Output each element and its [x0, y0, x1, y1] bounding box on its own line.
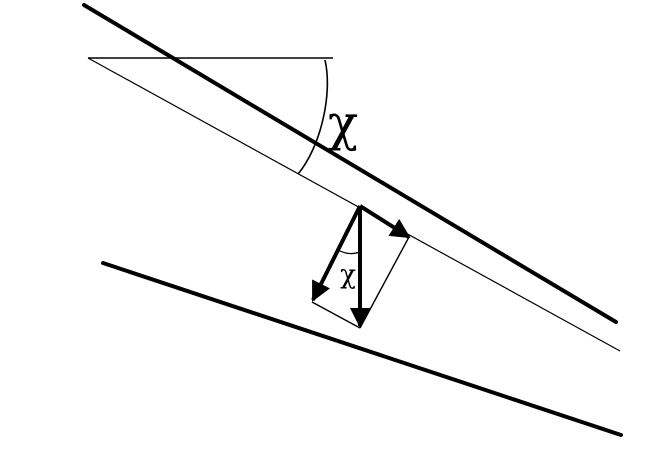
- angle-arc-small: [337, 249, 361, 255]
- angle-arc-large: [297, 59, 329, 175]
- lower-boundary-line: [101, 261, 623, 437]
- angle-label-small: χ: [340, 260, 356, 290]
- normal-component-arrow: [311, 205, 362, 302]
- angle-label-large: χ: [328, 94, 358, 152]
- incline-reference-line: [87, 57, 621, 352]
- parallelogram-edge-bottom-left: [311, 301, 361, 329]
- parallelogram-edge-right: [359, 236, 410, 329]
- parallel-component-arrow: [358, 204, 411, 239]
